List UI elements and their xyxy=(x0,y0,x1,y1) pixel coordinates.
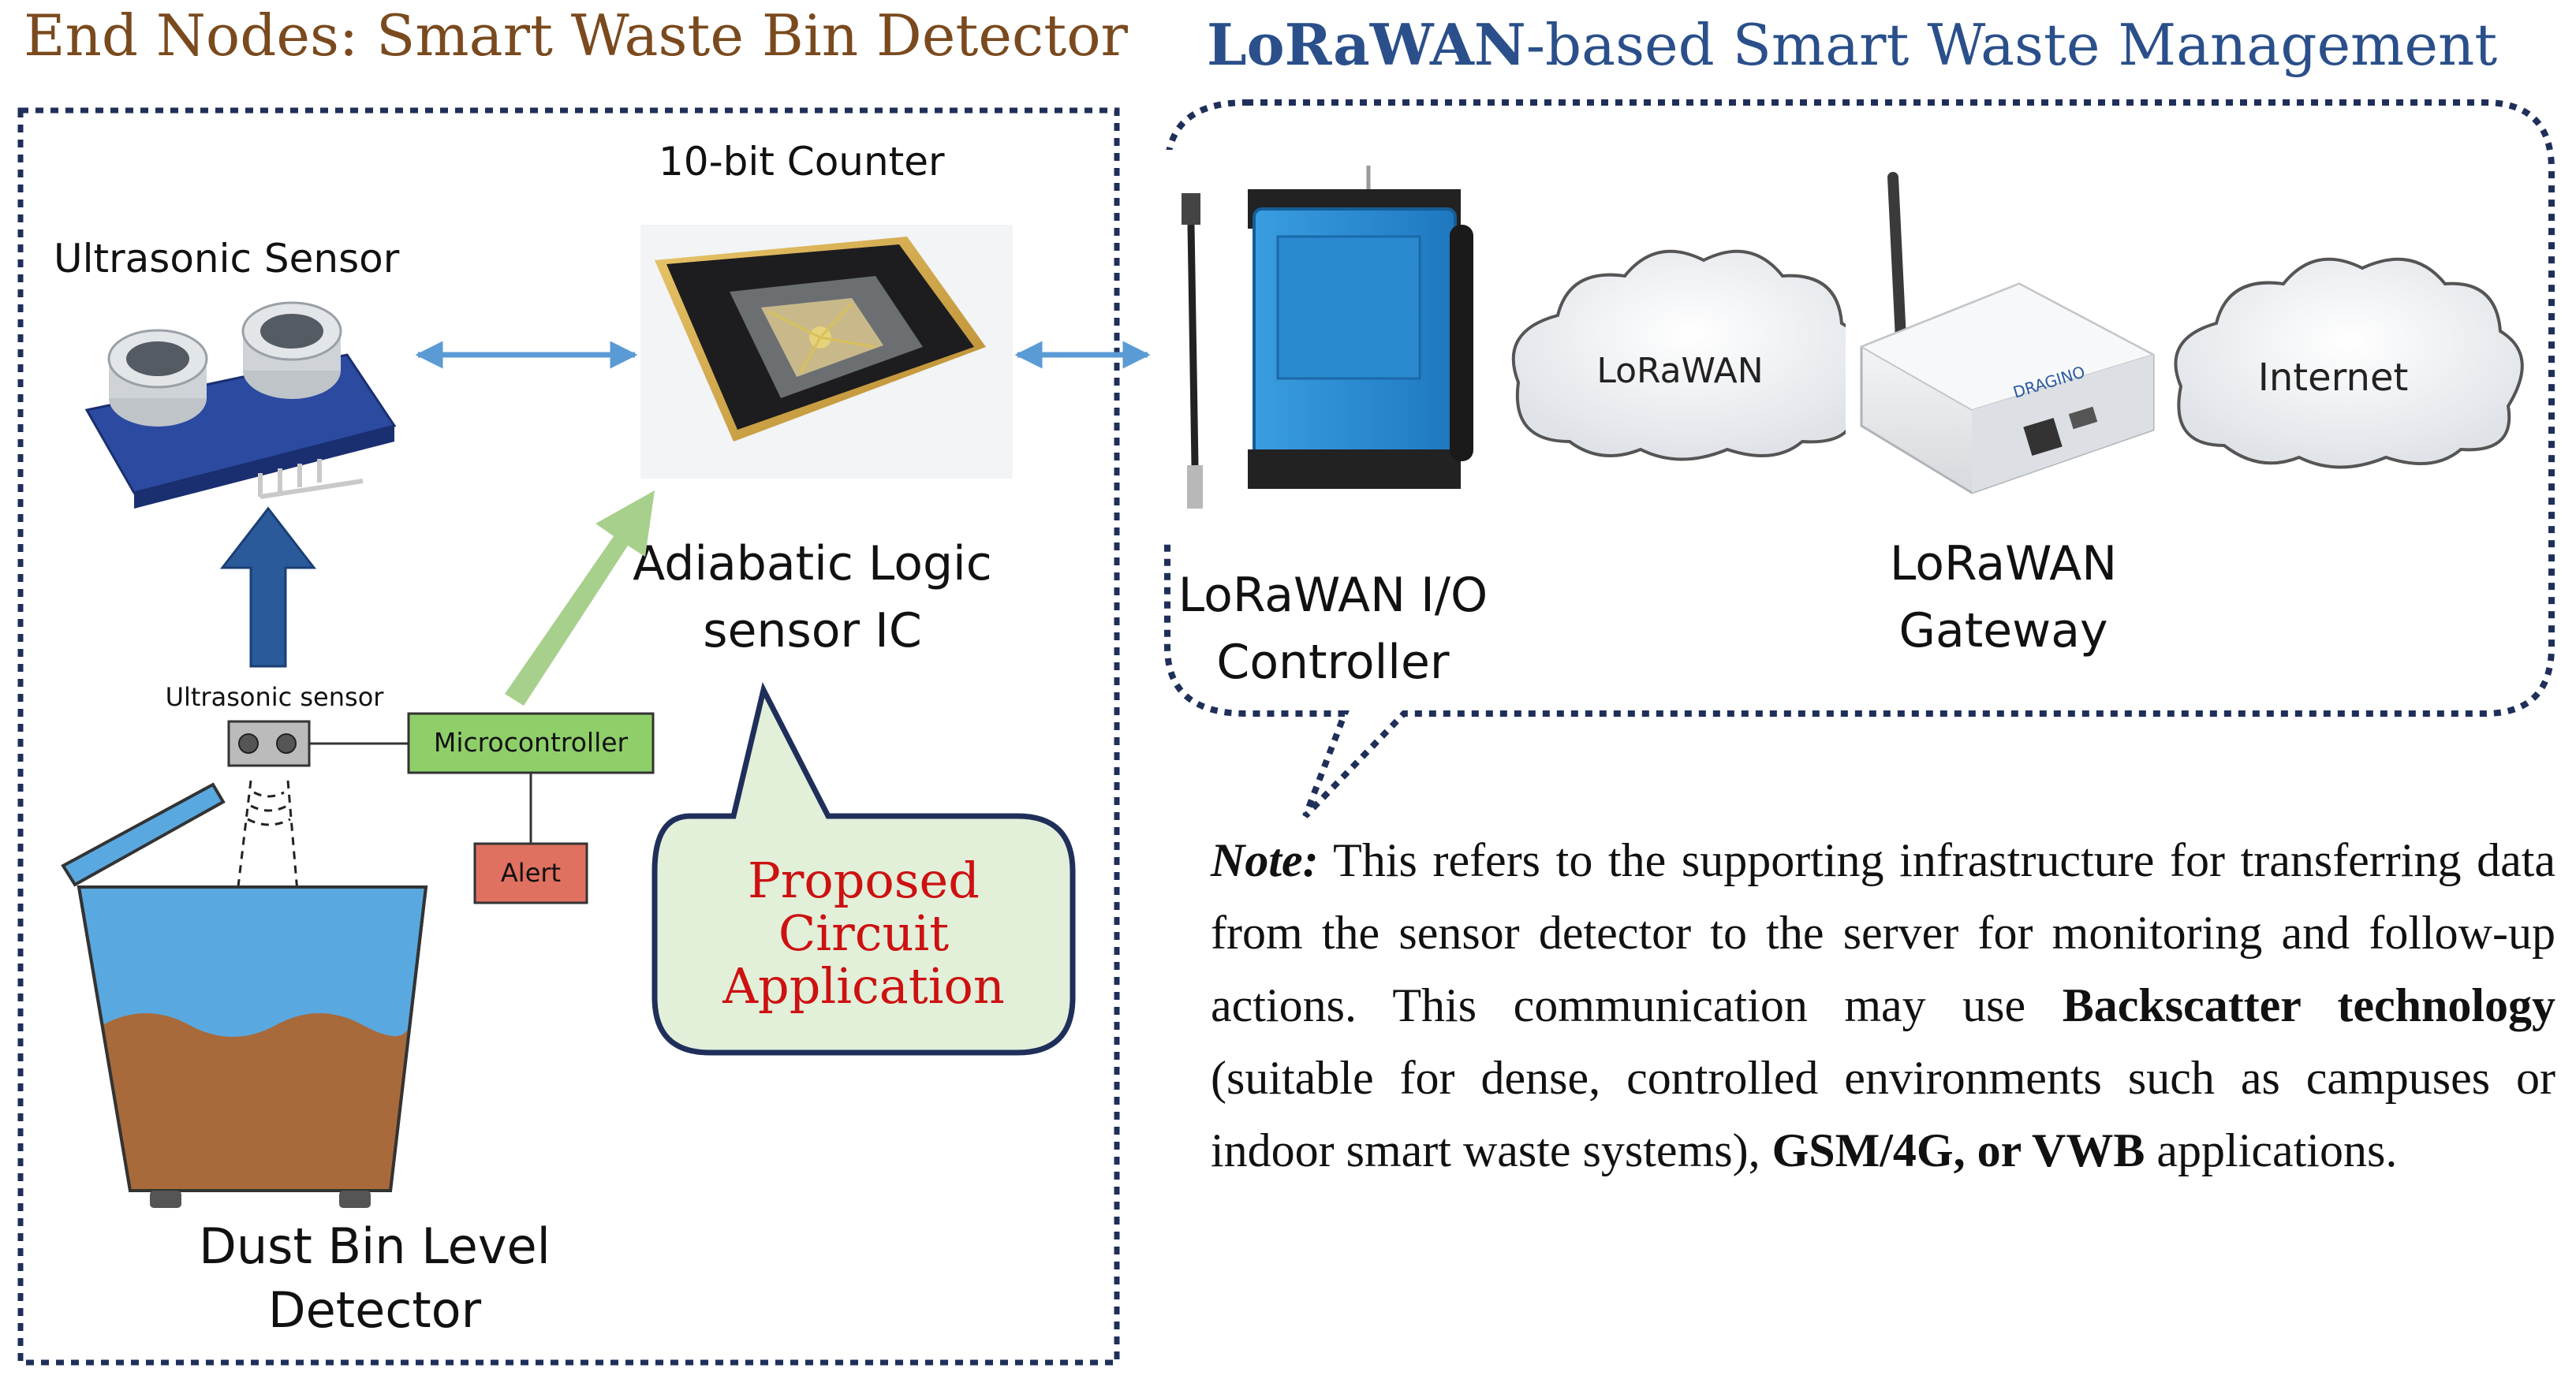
note-text-2: (suitable for dense, con­trolled environ… xyxy=(1211,1052,2555,1176)
ultrasonic-module-image xyxy=(84,301,397,509)
sensing-beam-lines xyxy=(227,780,305,967)
ultrasonic-sensor-small-label: Ultrasonic sensor xyxy=(166,682,385,712)
ultrasonic-transducer-right-icon xyxy=(241,301,342,399)
chip-image xyxy=(640,225,1013,479)
proposed-callout xyxy=(651,681,1076,1056)
dust-bin-image xyxy=(61,782,428,1208)
callout-line3: Application xyxy=(722,957,1005,1015)
alert-box xyxy=(473,842,588,904)
lorawan-cloud-label: LoRaWAN xyxy=(1596,351,1763,391)
gateway-label-line1: LoRaWAN xyxy=(1890,536,2117,591)
note-bold-backscatter: Backscatter technology xyxy=(2062,979,2555,1031)
counter-label: 10-bit Counter xyxy=(659,139,945,185)
note-text-3: applications. xyxy=(2145,1124,2398,1176)
callout-line1: Proposed xyxy=(748,852,980,909)
gateway-antenna-icon xyxy=(1887,172,1906,345)
bin-to-sensor-arrow xyxy=(219,506,317,668)
left-panel-title: End Nodes: Smart Waste Bin Detector xyxy=(24,2,1129,69)
bin-label-line1: Dust Bin Level xyxy=(199,1217,551,1275)
infrastructure-bubble xyxy=(1164,99,2555,818)
ultrasonic-sensor-small-icon xyxy=(227,720,311,767)
right-panel-title: LoRaWAN-based Smart Waste Management xyxy=(1207,11,2497,78)
right-panel-title-bold: LoRaWAN xyxy=(1207,11,1526,78)
ultrasonic-transducer-left-icon xyxy=(107,329,208,427)
controller-label-line2: Controller xyxy=(1216,635,1449,690)
io-controller-image xyxy=(1159,150,1513,540)
note-text-1: This refers to the supporting infrastruc… xyxy=(1211,834,2555,1031)
gateway-label-line2: Gateway xyxy=(1898,603,2107,658)
note-label: Note: xyxy=(1211,834,1319,886)
controller-label-line1: LoRaWAN I/O xyxy=(1178,568,1488,623)
note-bold-gsm: GSM/4G, or VWB xyxy=(1771,1124,2145,1176)
lorawan-cloud-icon xyxy=(1511,249,1869,461)
gateway-image: DRAGINO xyxy=(1846,162,2165,516)
right-panel-title-rest: -based Smart Waste Management xyxy=(1526,12,2498,78)
end-node-frame xyxy=(17,107,1120,1366)
internet-cloud-label: Internet xyxy=(2258,356,2409,400)
chip-label-line2: sensor IC xyxy=(703,603,922,658)
internet-cloud-icon xyxy=(2174,257,2524,469)
microcontroller-box xyxy=(407,712,655,774)
antenna-icon xyxy=(1450,225,1473,461)
ultrasonic-module-label: Ultrasonic Sensor xyxy=(54,236,400,281)
microcontroller-to-chip-arrow xyxy=(505,490,655,706)
note-paragraph: Note: This refers to the supporting infr… xyxy=(1211,824,2555,1187)
header-pins-icon xyxy=(258,459,364,499)
chip-label-line1: Adiabatic Logic xyxy=(633,536,991,591)
cable-icon xyxy=(1182,193,1203,509)
alert-label: Alert xyxy=(501,858,561,888)
bin-label-line2: Detector xyxy=(268,1281,482,1339)
microcontroller-label: Microcontroller xyxy=(434,727,629,758)
callout-line2: Circuit xyxy=(778,904,949,962)
bin-lid xyxy=(61,782,226,887)
